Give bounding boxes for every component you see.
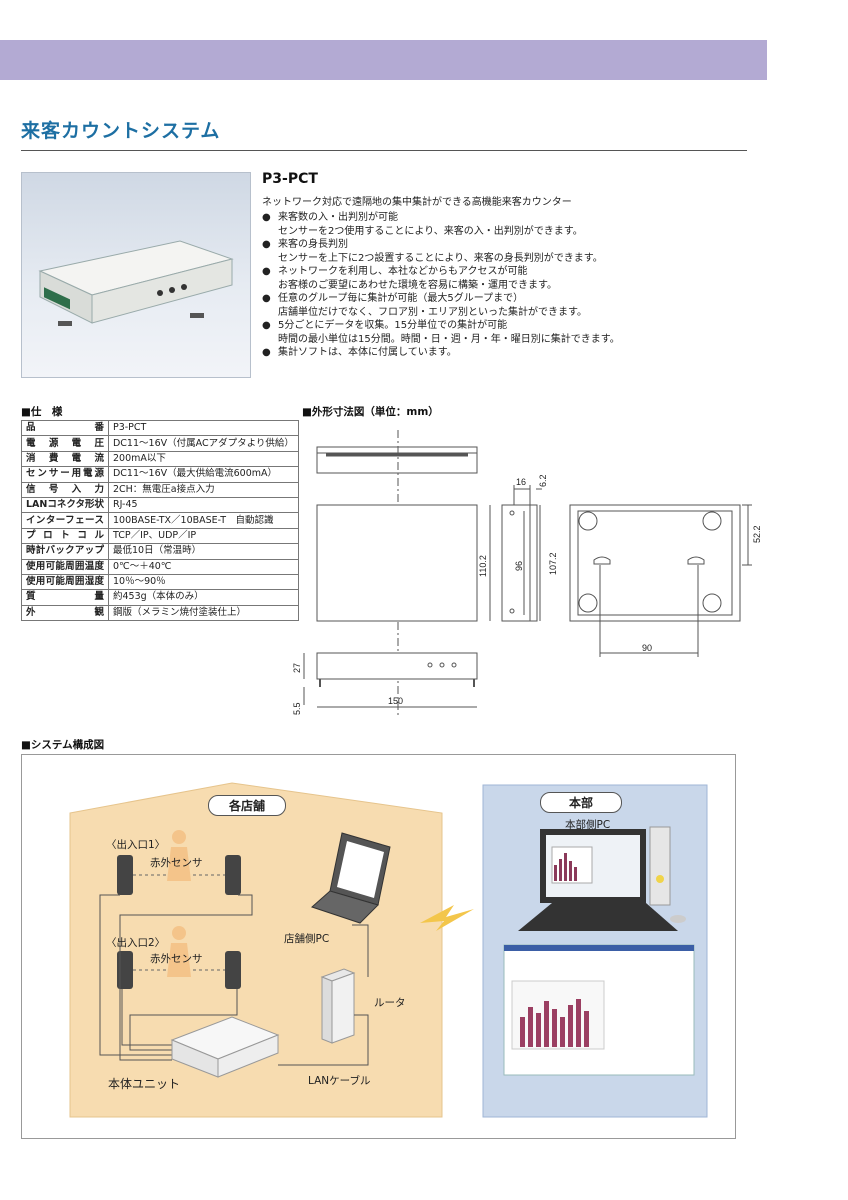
dimension-drawing: 16 6.2 110.2 96 107.2 52.2 90 27 5.5 150	[292, 430, 760, 715]
dim-label-110-2: 110.2	[478, 555, 488, 577]
bullet-icon: ●	[262, 320, 271, 331]
dim-label-5-5: 5.5	[292, 702, 302, 715]
dim-label-27: 27	[292, 663, 302, 673]
dim-label-52-2: 52.2	[752, 525, 760, 543]
header-band	[0, 40, 767, 80]
store-pc-label: 店舗側PC	[284, 933, 330, 945]
dim-label-150: 150	[388, 696, 403, 706]
hq-pc-label: 本部側PC	[565, 819, 611, 831]
bullet-icon: ●	[262, 266, 271, 277]
dim-label-96: 96	[514, 561, 524, 571]
table-row: 外観鋼版（メラミン焼付塗装仕上）	[21, 604, 299, 622]
system-diagram: 各店舗 本部 本部側PC 〈出入口1〉 赤外センサ 〈出入口2〉 赤外センサ 店…	[21, 754, 736, 1139]
feature-item: ●ネットワークを利用し、本社などからもアクセスが可能お客様のご要望にあわせた環境…	[262, 266, 557, 291]
table-row: 時計バックアップ最低10日（常温時）	[21, 543, 299, 560]
lan-cable-label: LANケーブル	[308, 1075, 371, 1087]
bullet-icon: ●	[262, 293, 271, 304]
product-description: ネットワーク対応で遠隔地の集中集計ができる高機能来客カウンター	[262, 197, 572, 208]
dim-label-16: 16	[516, 477, 526, 487]
title-divider	[21, 150, 747, 151]
spec-heading: ■仕 様	[21, 406, 63, 418]
entrance1-label: 〈出入口1〉	[106, 839, 166, 851]
feature-list: ●来客数の入・出判別が可能センサーを2つ使用することにより、来客の入・出判別がで…	[262, 211, 742, 360]
table-row: 質量約453g（本体のみ）	[21, 589, 299, 606]
system-heading: ■システム構成図	[21, 739, 105, 751]
dim-label-90: 90	[642, 643, 652, 653]
feature-item: ●集計ソフトは、本体に付属しています。	[262, 347, 457, 358]
dim-label-107-2: 107.2	[548, 552, 558, 575]
page-title: 来客カウントシステム	[21, 120, 221, 142]
store-label: 各店舗	[208, 795, 287, 816]
ir-sensor2-label: 赤外センサ	[150, 953, 203, 965]
bullet-icon: ●	[262, 239, 271, 250]
product-photo	[21, 172, 251, 378]
dim-label-6-2: 6.2	[538, 474, 548, 487]
dimension-heading: ■外形寸法図（単位：mm）	[302, 406, 439, 418]
router-label: ルータ	[374, 997, 406, 1009]
feature-item: ●任意のグループ毎に集計が可能（最大5グループまで）店舗単位だけでなく、フロア別…	[262, 293, 587, 318]
hq-label: 本部	[540, 792, 623, 813]
ir-sensor1-label: 赤外センサ	[150, 857, 203, 869]
bullet-icon: ●	[262, 212, 271, 223]
bullet-icon: ●	[262, 347, 271, 358]
feature-item: ●来客数の入・出判別が可能センサーを2つ使用することにより、来客の入・出判別がで…	[262, 212, 583, 237]
feature-item: ●来客の身長判別センサーを上下に2つ設置することにより、来客の身長判別ができます…	[262, 239, 603, 264]
feature-item: ●5分ごとにデータを収集。15分単位での集計が可能時間の最小単位は15分間。時間…	[262, 320, 620, 345]
system-drawing	[69, 782, 708, 1118]
main-unit-label: 本体ユニット	[108, 1077, 181, 1091]
product-model: P3-PCT	[262, 171, 318, 187]
entrance2-label: 〈出入口2〉	[106, 937, 166, 949]
